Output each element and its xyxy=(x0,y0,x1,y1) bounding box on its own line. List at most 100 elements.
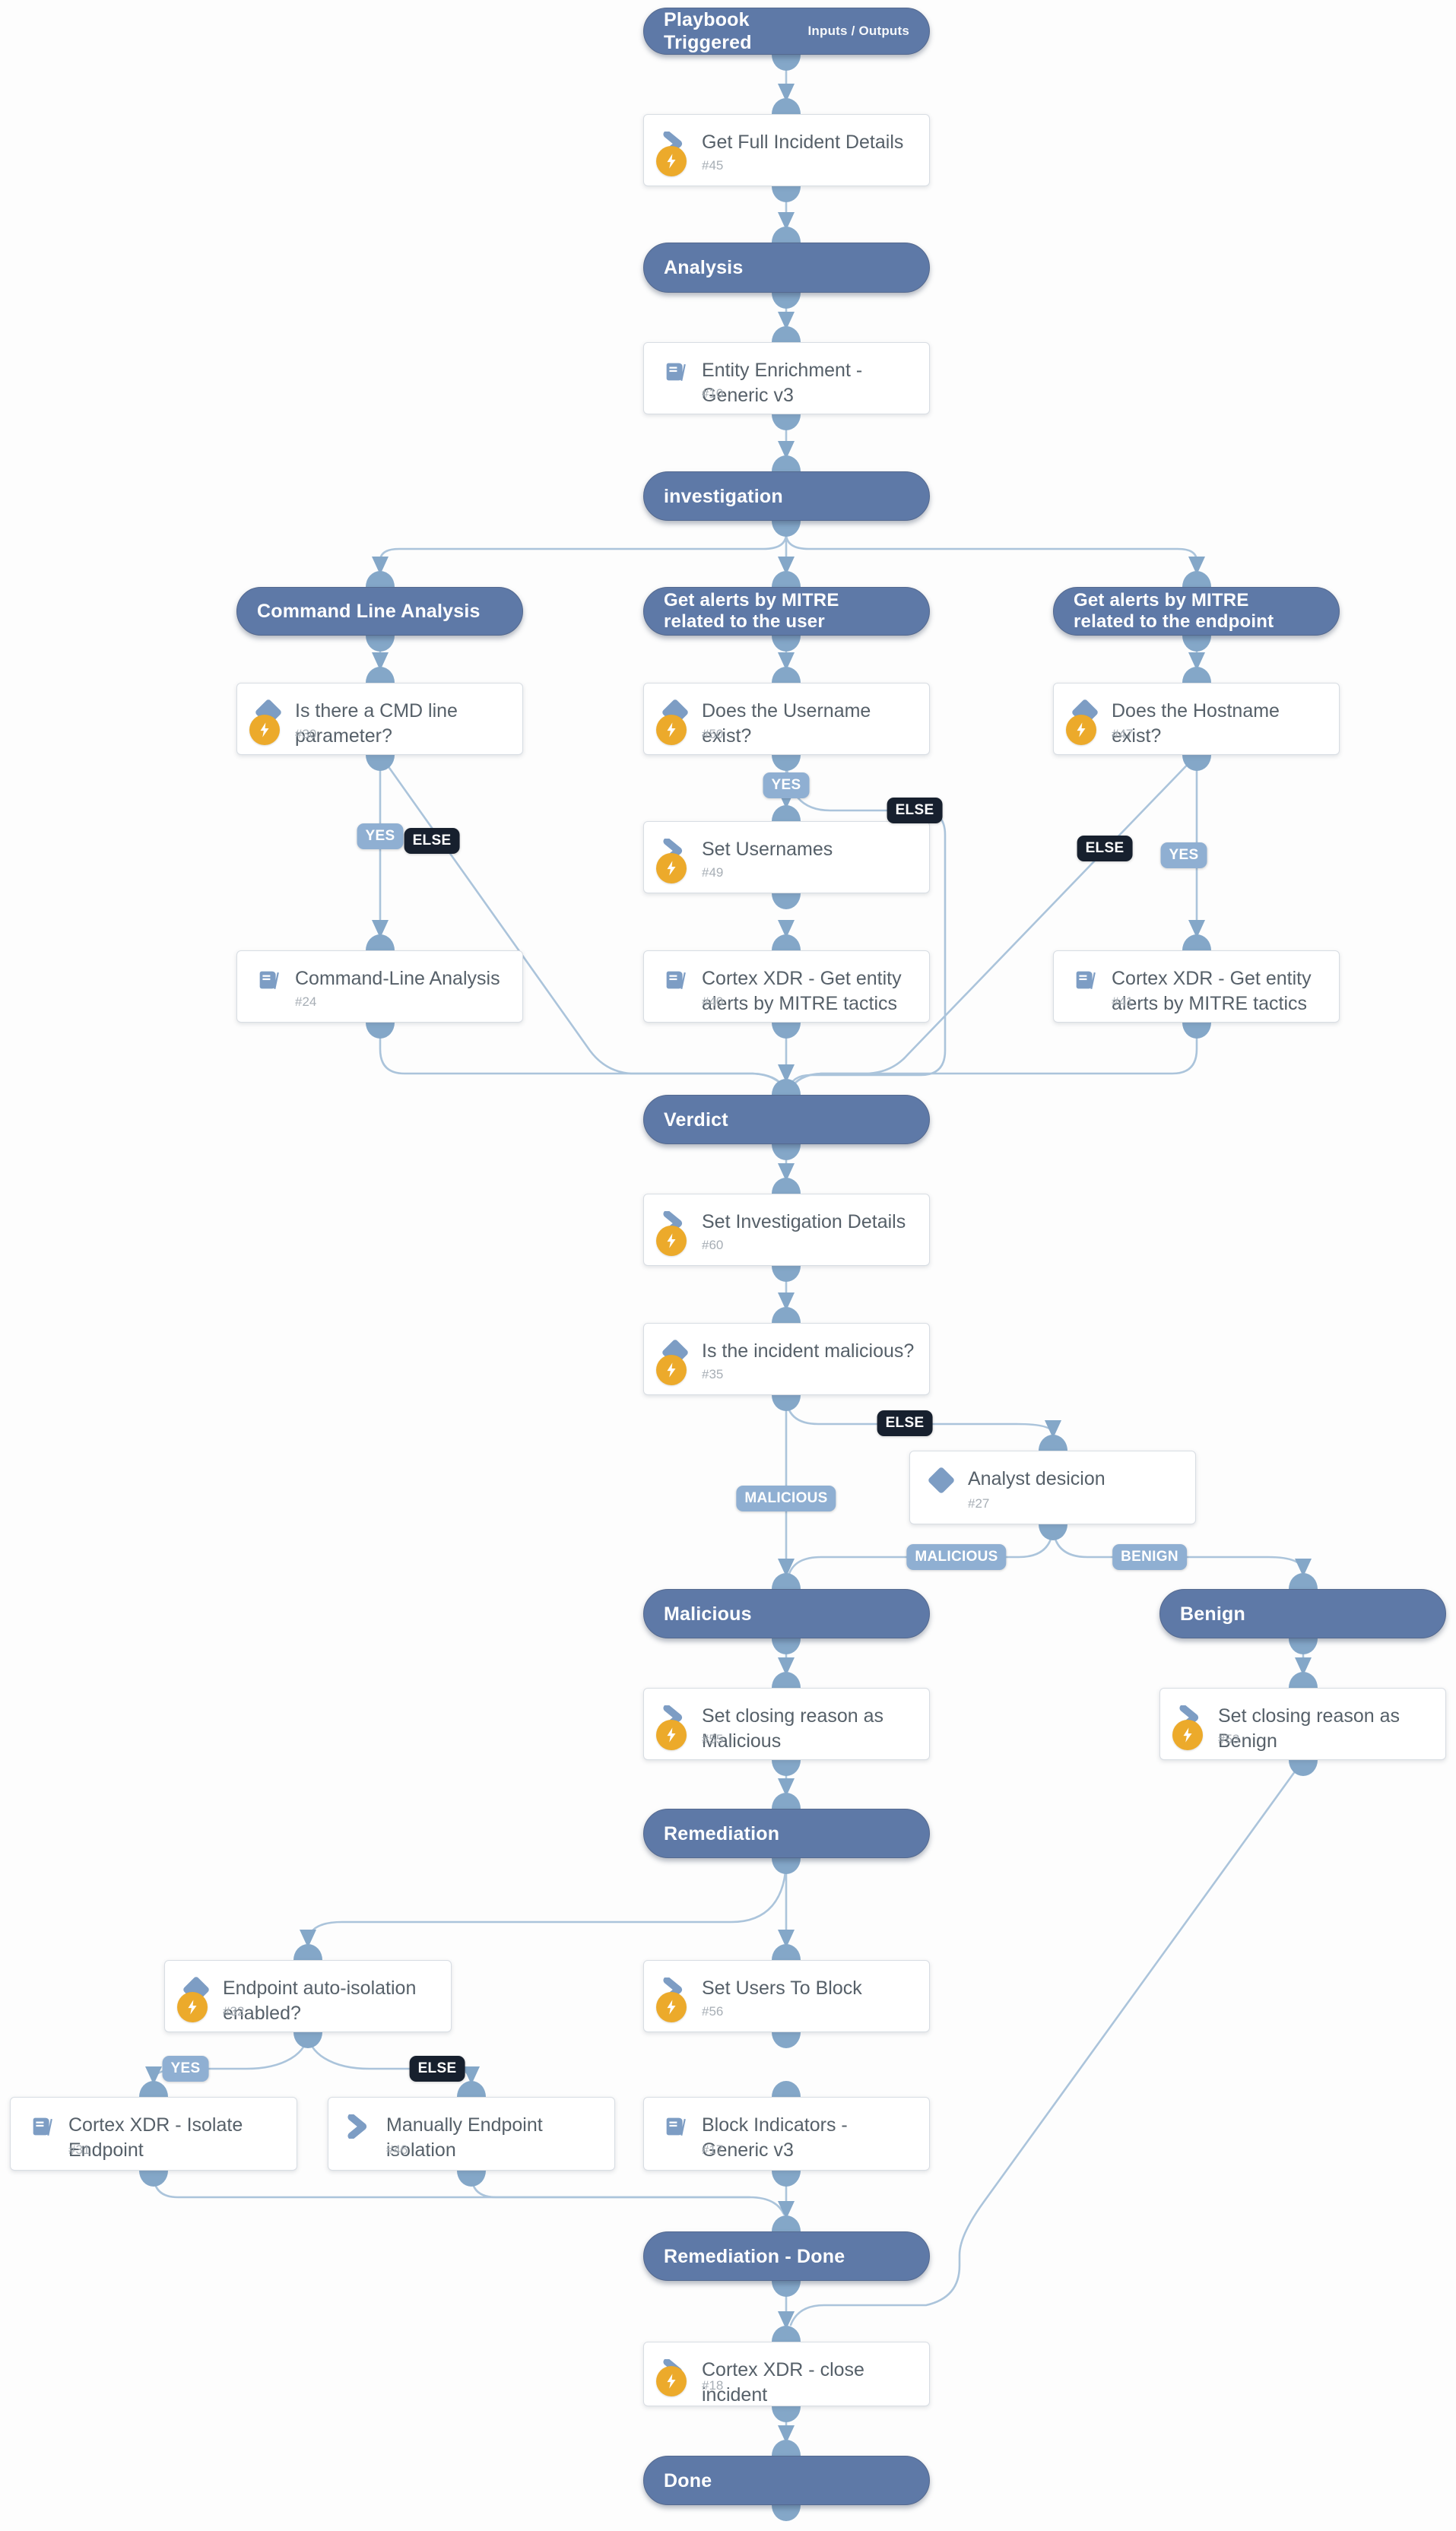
quiet-mode-bolt-icon xyxy=(177,1992,208,2022)
task-icon-wrap xyxy=(662,968,690,994)
task-number: #49 xyxy=(702,865,724,880)
task-username-exist[interactable]: Does the Username exist? #50 xyxy=(643,683,930,755)
section-remediation-done[interactable]: Remediation - Done xyxy=(643,2231,930,2281)
quiet-mode-bolt-icon xyxy=(656,146,687,176)
task-cmd-line-parameter[interactable]: Is there a CMD line parameter? #30 xyxy=(236,683,523,755)
arrowhead-icon xyxy=(1188,557,1205,575)
task-xdr-get-entity-alerts-endpoint[interactable]: Cortex XDR - Get entity alerts by MITRE … xyxy=(1053,950,1340,1023)
arrowhead-icon xyxy=(778,441,795,459)
task-set-closing-reason-benign[interactable]: Set closing reason as Benign #53 xyxy=(1159,1688,1446,1760)
arrowhead-icon xyxy=(778,1292,795,1311)
arrowhead-icon xyxy=(778,1559,795,1577)
task-number: #17 xyxy=(702,2142,724,2157)
condition-diamond-icon xyxy=(927,1466,956,1495)
arrowhead-icon xyxy=(778,1657,795,1676)
task-title: Does the Hostname exist? xyxy=(1112,700,1280,747)
task-icon-wrap xyxy=(1072,968,1099,994)
section-investigation[interactable]: investigation xyxy=(643,471,930,521)
task-number: #53 xyxy=(1218,1732,1240,1746)
quiet-mode-bolt-icon xyxy=(1066,715,1096,745)
arrowhead-icon xyxy=(778,1163,795,1181)
task-icon-wrap xyxy=(927,1466,956,1495)
section-done[interactable]: Done xyxy=(643,2456,930,2505)
task-xdr-close-incident[interactable]: Cortex XDR - close incident #18 xyxy=(643,2342,930,2406)
task-number: #32 xyxy=(223,2004,245,2019)
connector-edge xyxy=(788,753,1198,1091)
arrowhead-icon xyxy=(778,920,795,938)
section-title: Remediation xyxy=(664,1822,780,1844)
section-title: investigation xyxy=(664,485,783,507)
task-xdr-get-entity-alerts-user[interactable]: Cortex XDR - Get entity alerts by MITRE … xyxy=(643,950,930,1023)
task-icon-wrap xyxy=(347,2114,374,2140)
task-title: Analyst desicion xyxy=(968,1468,1105,1489)
task-endpoint-auto-isolation[interactable]: Endpoint auto-isolation enabled? #32 xyxy=(164,1960,452,2032)
quiet-mode-bolt-icon xyxy=(656,853,687,883)
task-get-full-incident-details[interactable]: Get Full Incident Details #45 xyxy=(643,114,930,186)
section-verdict[interactable]: Verdict xyxy=(643,1095,930,1144)
task-title: Get Full Incident Details xyxy=(702,132,904,153)
section-title: Verdict xyxy=(664,1109,728,1131)
task-number: #10 xyxy=(702,386,724,401)
chevron-icon xyxy=(347,2114,367,2139)
arrowhead-icon xyxy=(372,652,389,671)
connector-edge xyxy=(379,753,787,1091)
task-title: Set Users To Block xyxy=(702,1978,862,1999)
task-number: #56 xyxy=(702,2004,724,2019)
task-number: #47 xyxy=(1112,727,1134,741)
task-title: Cortex XDR - Get entity alerts by MITRE … xyxy=(1112,968,1312,1014)
task-hostname-exist[interactable]: Does the Hostname exist? #47 xyxy=(1053,683,1340,755)
task-number: #35 xyxy=(702,1367,724,1381)
task-title: Is the incident malicious? xyxy=(702,1340,915,1362)
arrowhead-icon xyxy=(778,312,795,330)
section-title: Get alerts by MITRE related to the user xyxy=(664,589,839,632)
playbook-icon xyxy=(666,971,686,989)
arrowhead-icon xyxy=(372,920,389,938)
section-remediation[interactable]: Remediation xyxy=(643,1809,930,1858)
task-entity-enrichment[interactable]: Entity Enrichment - Generic v3#10 xyxy=(643,342,930,414)
section-title: Analysis xyxy=(664,257,744,278)
task-set-users-to-block[interactable]: Set Users To Block #56 xyxy=(643,1960,930,2032)
task-title: Block Indicators - Generic v3 xyxy=(702,2114,848,2161)
task-set-investigation-details[interactable]: Set Investigation Details #60 xyxy=(643,1194,930,1266)
arrowhead-icon xyxy=(1295,1657,1312,1676)
task-title: Set closing reason as Malicious xyxy=(702,1705,884,1752)
task-number: #55 xyxy=(702,1732,724,1746)
task-analyst-desicion[interactable]: Analyst desicion#27 xyxy=(909,1451,1196,1524)
inputs-outputs-link[interactable]: Inputs / Outputs xyxy=(807,24,909,38)
arrowhead-icon xyxy=(778,557,795,575)
section-mitre-user-header[interactable]: Get alerts by MITRE related to the user xyxy=(643,587,930,636)
task-xdr-isolate-endpoint[interactable]: Cortex XDR - Isolate Endpoint#31 xyxy=(10,2097,297,2171)
quiet-mode-bolt-icon xyxy=(249,715,280,745)
section-playbook-triggered[interactable]: Playbook Triggered Inputs / Outputs xyxy=(643,8,930,55)
task-title: Cortex XDR - Isolate Endpoint xyxy=(68,2114,243,2161)
section-malicious-header[interactable]: Malicious xyxy=(643,1589,930,1638)
task-is-incident-malicious[interactable]: Is the incident malicious? #35 xyxy=(643,1323,930,1395)
task-title: Manually Endpoint isolation xyxy=(386,2114,543,2161)
task-manually-endpoint-isolation[interactable]: Manually Endpoint isolation#46 xyxy=(328,2097,615,2171)
section-title: Malicious xyxy=(664,1603,752,1625)
arrowhead-icon xyxy=(778,212,795,230)
task-command-line-analysis[interactable]: Command-Line Analysis#24 xyxy=(236,950,523,1023)
quiet-mode-bolt-icon xyxy=(656,1992,687,2022)
task-number: #24 xyxy=(295,994,317,1009)
arrowhead-icon xyxy=(778,1064,795,1083)
arrowhead-icon xyxy=(372,557,389,575)
section-analysis[interactable]: Analysis xyxy=(643,243,930,293)
task-number: #41 xyxy=(1112,994,1134,1009)
quiet-mode-bolt-icon xyxy=(656,1720,687,1750)
task-block-indicators[interactable]: Block Indicators - Generic v3#17 xyxy=(643,2097,930,2171)
connector-edge xyxy=(379,1021,787,1091)
section-title: Playbook Triggered xyxy=(664,9,752,53)
task-number: #46 xyxy=(386,2142,408,2157)
connector-edge xyxy=(470,2169,751,2199)
arrowhead-icon xyxy=(778,1930,795,1948)
section-mitre-endpoint-header[interactable]: Get alerts by MITRE related to the endpo… xyxy=(1053,587,1340,636)
task-set-usernames[interactable]: Set Usernames #49 xyxy=(643,821,930,893)
task-set-closing-reason-malicious[interactable]: Set closing reason as Malicious #55 xyxy=(643,1688,930,1760)
section-command-line-analysis-header[interactable]: Command Line Analysis xyxy=(236,587,523,636)
task-title: Set closing reason as Benign xyxy=(1218,1705,1400,1752)
arrowhead-icon xyxy=(300,1930,316,1948)
section-benign-header[interactable]: Benign xyxy=(1159,1589,1446,1638)
